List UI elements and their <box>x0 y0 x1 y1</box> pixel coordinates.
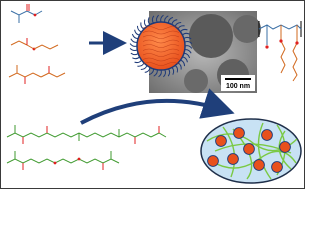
shell-chain <box>130 52 139 56</box>
core-chain <box>142 48 180 53</box>
bead-core <box>227 153 239 165</box>
nanoparticle-bead <box>207 155 219 167</box>
nanoparticle-bead <box>215 135 227 147</box>
shell-chain <box>129 48 138 51</box>
bead-core <box>207 155 219 167</box>
curved-arrow <box>80 88 235 125</box>
urethane-dimethacrylate-structure <box>6 125 167 144</box>
core-chain <box>142 26 180 30</box>
nanoparticle-bead <box>261 129 273 141</box>
bead-core <box>215 135 227 147</box>
nanoparticle-bead <box>227 153 239 165</box>
figure-canvas: 100 nm <box>0 0 305 189</box>
shell-chain <box>132 56 140 60</box>
shell-chain <box>143 19 148 27</box>
core-chain <box>142 62 180 66</box>
network-strand <box>222 126 236 178</box>
shell-chain <box>134 59 142 64</box>
core-shell-nanoparticle-icon <box>129 14 193 78</box>
bead-core <box>233 127 245 139</box>
nanocomposite-network-icon <box>200 118 302 184</box>
shell-chain <box>130 38 138 43</box>
allyl-methacrylate-structure <box>8 65 66 84</box>
core-chain <box>142 53 180 57</box>
core-chain <box>142 39 180 44</box>
bead-core <box>243 143 255 155</box>
bead-core <box>261 129 273 141</box>
network-strand <box>278 130 292 170</box>
nanoparticle-bead <box>243 143 255 155</box>
nanoparticle-bead <box>233 127 245 139</box>
bead-core <box>279 141 291 153</box>
network-strand <box>257 122 272 180</box>
nanoparticle-bead <box>279 141 291 153</box>
core-chain <box>142 35 180 39</box>
copolymer-structure <box>258 21 302 82</box>
nanoparticle-bead <box>271 161 283 173</box>
methyl-methacrylate-structure <box>10 4 43 23</box>
bead-core <box>271 161 283 173</box>
core-chain <box>142 57 180 62</box>
bead-core <box>253 159 265 171</box>
core-chain <box>142 44 180 48</box>
network-strand <box>210 150 297 169</box>
nanoparticle-bead <box>253 159 265 171</box>
shell-chain <box>129 43 138 47</box>
shell-chain <box>137 62 145 67</box>
triethylene-glycol-dimethacrylate-structure <box>6 151 120 170</box>
butyl-acrylate-structure <box>10 38 59 51</box>
figure-svg: 100 nm <box>6 4 302 184</box>
core-chain <box>142 30 180 35</box>
scale-bar-label: 100 nm <box>226 83 250 90</box>
